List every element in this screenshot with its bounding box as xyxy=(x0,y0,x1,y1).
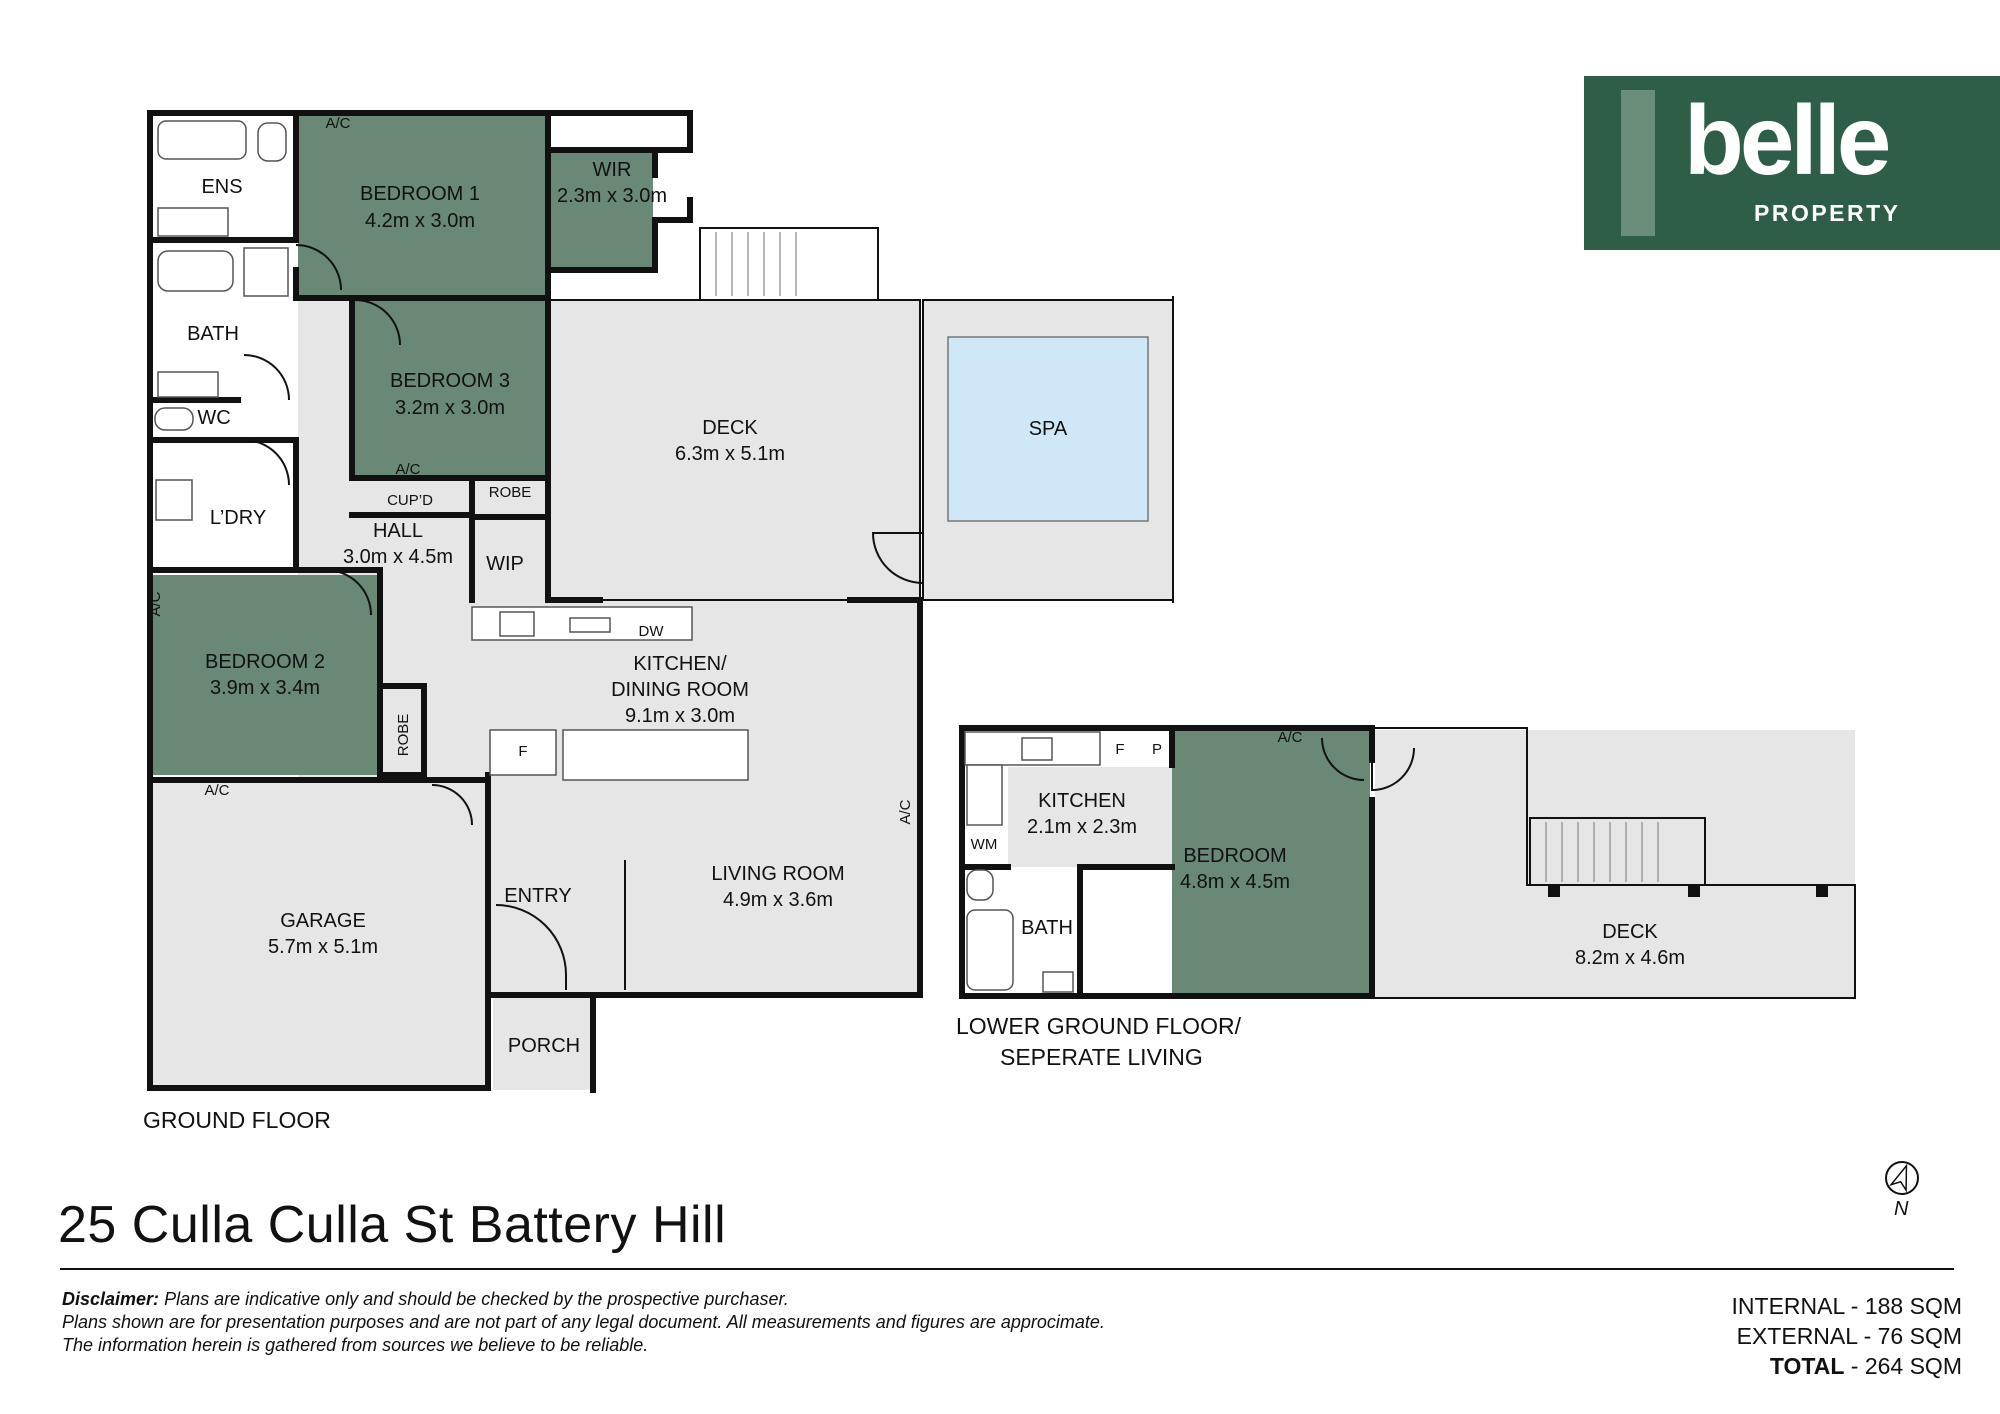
bedroom2-fill xyxy=(152,575,380,775)
label-ac-6: A/C xyxy=(1277,729,1302,746)
label-bedroom2-size: 3.9m x 3.4m xyxy=(210,677,320,699)
ground-floor-fills xyxy=(150,113,1173,1090)
disclaimer-line3: The information herein is gathered from … xyxy=(62,1335,649,1355)
label-ac-4: A/C xyxy=(147,591,164,616)
lower-floor-label-2: SEPERATE LIVING xyxy=(1000,1044,1203,1070)
ground-floor-label: GROUND FLOOR xyxy=(143,1107,331,1133)
room-labels-ground: ENS BEDROOM 1 4.2m x 3.0m WIR 2.3m x 3.0… xyxy=(147,115,1068,1057)
label-living-size: 4.9m x 3.6m xyxy=(723,889,833,911)
label-entry: ENTRY xyxy=(504,885,571,907)
label-fridge: F xyxy=(518,743,527,760)
label-ac-2: A/C xyxy=(395,461,420,478)
wir-fill xyxy=(548,150,653,270)
label-deck: DECK xyxy=(702,417,758,439)
room-labels-lower: KITCHEN 2.1m x 2.3m F P WM BATH BEDROOM … xyxy=(971,729,1685,969)
spa-pool xyxy=(947,336,1149,522)
label-wir: WIR xyxy=(593,159,632,181)
lower-deck-outline xyxy=(1321,727,1856,999)
label-ac-3: A/C xyxy=(204,782,229,799)
floor-plan: ENS BEDROOM 1 4.2m x 3.0m WIR 2.3m x 3.0… xyxy=(143,110,1856,1133)
label-wm: WM xyxy=(971,836,998,853)
disclaimer-line1: Plans are indicative only and should be … xyxy=(164,1289,789,1309)
area-internal: INTERNAL - 188 SQM xyxy=(1731,1293,1962,1319)
lower-bedroom-fill xyxy=(1172,730,1370,994)
disclaimer-label: Disclaimer: xyxy=(62,1289,160,1309)
bedroom3-fill xyxy=(355,300,545,476)
label-cupd: CUP’D xyxy=(387,492,433,509)
label-lower-p: P xyxy=(1152,741,1162,758)
door-swings-ground xyxy=(243,244,626,990)
label-laundry: L’DRY xyxy=(210,507,266,529)
label-kitchen-dining-size: 9.1m x 3.0m xyxy=(625,705,735,727)
label-deck-size: 6.3m x 5.1m xyxy=(675,443,785,465)
label-lower-deck: DECK xyxy=(1602,921,1658,943)
label-kitchen-dining: KITCHEN/ xyxy=(633,653,727,675)
label-spa: SPA xyxy=(1029,418,1068,440)
ground-floor-walls xyxy=(147,110,923,1093)
label-wc: WC xyxy=(197,407,230,429)
label-porch: PORCH xyxy=(508,1035,580,1057)
label-dw: DW xyxy=(639,623,665,640)
label-ac-1: A/C xyxy=(325,115,350,132)
label-ac-5: A/C xyxy=(897,799,914,824)
label-lower-deck-size: 8.2m x 4.6m xyxy=(1575,947,1685,969)
label-wip: WIP xyxy=(486,553,524,575)
divider xyxy=(60,1268,1954,1270)
fixtures-ground xyxy=(154,120,749,781)
property-address: 25 Culla Culla St Battery Hill xyxy=(58,1196,727,1254)
lower-floor-label-1: LOWER GROUND FLOOR/ xyxy=(956,1013,1242,1039)
label-lower-kitchen: KITCHEN xyxy=(1038,790,1126,812)
label-lower-bedroom: BEDROOM xyxy=(1183,845,1286,867)
label-kitchen-dining-2: DINING ROOM xyxy=(611,679,749,701)
north-label: N xyxy=(1894,1198,1909,1220)
logo-wordmark: belle xyxy=(1684,85,1891,195)
label-bedroom3-size: 3.2m x 3.0m xyxy=(395,397,505,419)
label-lower-bath: BATH xyxy=(1021,917,1073,939)
brand-logo: belle PROPERTY xyxy=(1584,76,2000,250)
label-garage: GARAGE xyxy=(280,910,366,932)
label-bedroom2: BEDROOM 2 xyxy=(205,651,325,673)
label-robe2: ROBE xyxy=(395,714,412,757)
logo-bar xyxy=(1621,90,1655,236)
label-bedroom1: BEDROOM 1 xyxy=(360,183,480,205)
label-bedroom3: BEDROOM 3 xyxy=(390,370,510,392)
north-arrow-icon: N xyxy=(1885,1161,1919,1220)
label-bedroom1-size: 4.2m x 3.0m xyxy=(365,210,475,232)
upper-deck-outline xyxy=(547,227,1174,603)
label-hall: HALL xyxy=(373,520,423,542)
label-wir-size: 2.3m x 3.0m xyxy=(557,185,667,207)
label-robe: ROBE xyxy=(489,484,532,501)
lower-floor-fills xyxy=(962,728,1855,998)
label-garage-size: 5.7m x 5.1m xyxy=(268,936,378,958)
label-lower-bedroom-size: 4.8m x 4.5m xyxy=(1180,871,1290,893)
area-external: EXTERNAL - 76 SQM xyxy=(1736,1323,1962,1349)
bedroom1-fill xyxy=(298,116,546,298)
area-summary: INTERNAL - 188 SQM EXTERNAL - 76 SQM TOT… xyxy=(1732,1291,1962,1381)
area-total-value: - 264 SQM xyxy=(1844,1353,1962,1379)
lower-floor-walls xyxy=(959,725,1375,999)
label-living: LIVING ROOM xyxy=(711,863,844,885)
fixtures-lower xyxy=(964,731,1101,993)
label-lower-kitchen-size: 2.1m x 2.3m xyxy=(1027,816,1137,838)
label-ens: ENS xyxy=(201,176,242,198)
area-total: TOTAL - 264 SQM xyxy=(1732,1351,1962,1381)
area-total-label: TOTAL xyxy=(1769,1353,1845,1379)
label-lower-f: F xyxy=(1115,741,1124,758)
disclaimer: Disclaimer: Plans are indicative only an… xyxy=(62,1288,1362,1357)
logo-subtitle: PROPERTY xyxy=(1754,200,1901,226)
label-hall-size: 3.0m x 4.5m xyxy=(343,546,453,568)
disclaimer-line2: Plans shown are for presentation purpose… xyxy=(62,1312,1105,1332)
label-bath: BATH xyxy=(187,323,239,345)
